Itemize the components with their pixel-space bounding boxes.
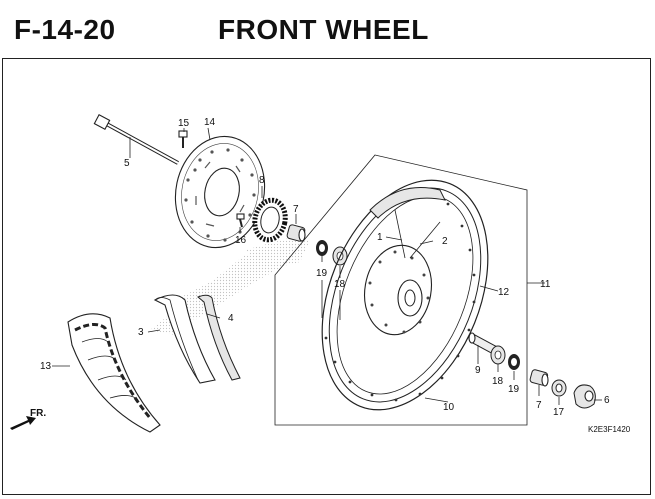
spokes	[385, 209, 441, 259]
tube-and-rim-band	[153, 294, 241, 384]
label-19-left: 19	[316, 268, 328, 279]
axle-cap	[573, 384, 596, 409]
front-label: FR.	[30, 408, 46, 419]
label-5: 5	[124, 158, 130, 169]
tire	[67, 313, 161, 433]
label-18-left: 18	[334, 279, 346, 290]
wheel-rim	[321, 179, 489, 411]
label-8: 8	[259, 175, 265, 186]
disc-bolt-lower	[236, 213, 245, 228]
label-7-upper: 7	[293, 204, 299, 215]
label-15: 15	[178, 118, 190, 129]
side-collar-right	[529, 369, 549, 387]
label-14: 14	[204, 117, 216, 128]
dust-seal-right	[508, 354, 520, 370]
label-6: 6	[604, 395, 610, 406]
watermark-logo	[150, 235, 310, 335]
axle-nut	[551, 379, 567, 397]
label-16: 16	[235, 235, 247, 246]
front-direction-arrow	[10, 416, 36, 430]
bearing-right	[490, 345, 506, 365]
label-13: 13	[40, 361, 52, 372]
label-3: 3	[138, 327, 144, 338]
speedometer-pulser-ring	[252, 197, 288, 243]
label-11: 11	[540, 279, 551, 290]
label-1: 1	[377, 232, 383, 243]
wheel-hub	[364, 244, 432, 336]
label-17: 17	[553, 407, 565, 418]
part-labels: 14 15 5 8 7 16 1 2 19 18 11 12 3 4 13 9 …	[30, 117, 631, 434]
label-12: 12	[498, 287, 510, 298]
label-7-lower: 7	[536, 400, 542, 411]
dust-seal-left	[316, 240, 328, 256]
label-18-right: 18	[492, 376, 504, 387]
label-4: 4	[228, 313, 234, 324]
label-10: 10	[443, 402, 455, 413]
label-2: 2	[442, 236, 448, 247]
disc-bolt-upper	[178, 130, 188, 148]
diagram-title: FRONT WHEEL	[218, 14, 429, 45]
diagram-reference-code: K2E3F1420	[588, 425, 631, 434]
label-9: 9	[475, 365, 481, 376]
assembly-box	[274, 154, 545, 426]
diagram-code: F-14-20	[14, 14, 116, 45]
label-19-right: 19	[508, 384, 520, 395]
diagram-frame	[2, 58, 651, 495]
leader-lines	[52, 127, 602, 405]
front-axle	[93, 114, 179, 165]
side-collar-left	[286, 224, 306, 242]
